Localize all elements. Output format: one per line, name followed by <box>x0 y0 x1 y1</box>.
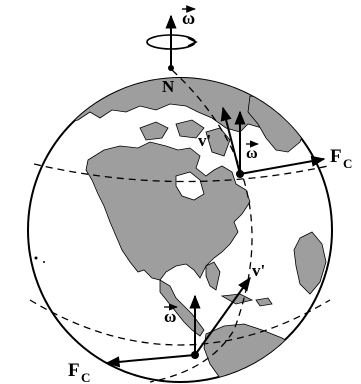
island-dot-2 <box>43 261 45 263</box>
upper-point <box>236 170 244 178</box>
north-pole-label: N <box>162 77 175 96</box>
equator-line <box>29 299 331 346</box>
cuba <box>220 293 254 305</box>
lower-coriolis-subscript: C <box>81 370 90 384</box>
upper-coriolis-subscript: C <box>343 156 352 171</box>
hispaniola <box>255 297 273 307</box>
rotation-axis: ω N <box>146 5 198 96</box>
upper-point-vectors: v' ω F C <box>198 106 352 178</box>
latitude-line <box>33 163 329 183</box>
europe-africa-edge <box>293 231 327 295</box>
hudson-bay <box>175 171 205 201</box>
arctic-island-2 <box>175 119 205 139</box>
upper-v-prime-label: v' <box>198 131 211 150</box>
lower-coriolis-arrow <box>105 354 196 368</box>
globe <box>27 69 333 383</box>
island-dot-1 <box>34 256 38 260</box>
upper-coriolis-arrow <box>239 155 326 175</box>
lower-v-prime-label: v' <box>252 261 265 280</box>
upper-velocity-arrow <box>220 106 241 175</box>
lower-omega-label: ω <box>164 307 176 326</box>
lower-point <box>191 351 199 359</box>
rotation-arrowhead <box>187 37 198 47</box>
north-america <box>85 141 251 281</box>
upper-coriolis-label: F <box>330 146 342 167</box>
lower-point-vectors: v' ω F C <box>68 261 265 384</box>
florida <box>205 261 221 291</box>
north-pole-dot <box>168 65 174 71</box>
omega-label-top: ω <box>182 8 195 28</box>
lower-velocity-arrow <box>194 276 251 356</box>
upper-omega-label: ω <box>246 145 258 162</box>
baffin-island <box>205 127 231 157</box>
lower-coriolis-label: F <box>68 360 80 381</box>
arctic-island-1 <box>139 121 169 141</box>
